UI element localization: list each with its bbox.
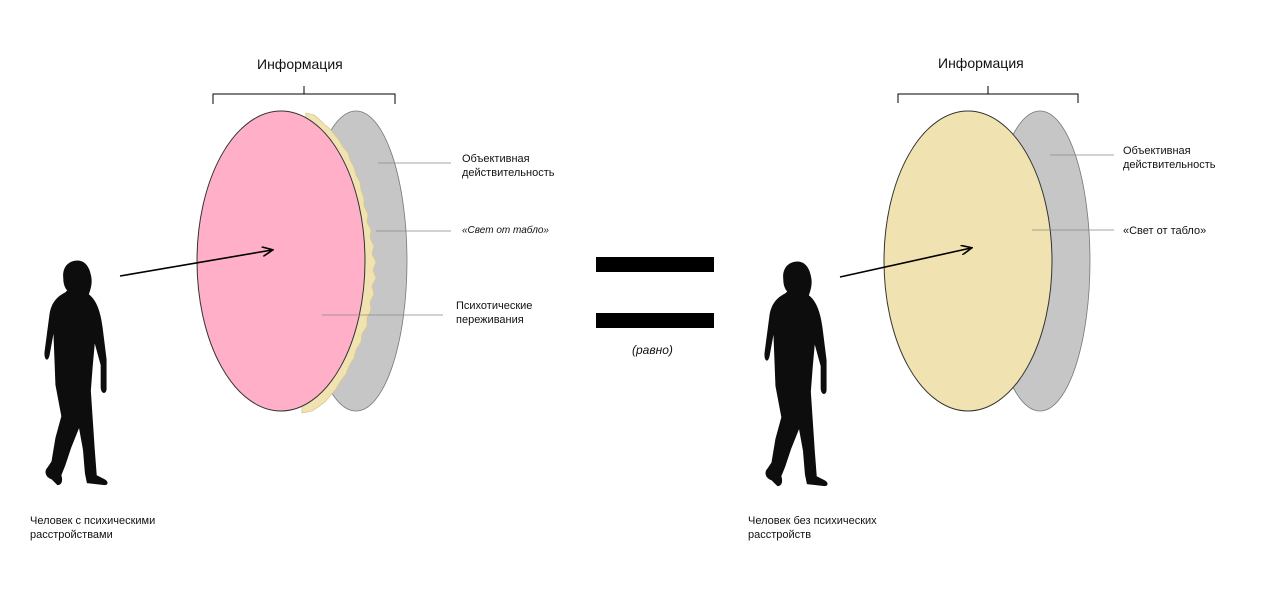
right-label-light: «Свет от табло»	[1123, 225, 1207, 237]
left-front-disc	[196, 110, 366, 412]
right-label-objective: Объективная действительность	[1123, 145, 1216, 171]
person-right-silhouette	[764, 261, 828, 487]
person-left-silhouette	[44, 260, 108, 486]
left-info-bracket	[212, 86, 396, 104]
right-person-caption: Человек без психических расстройств	[748, 515, 877, 541]
right-info-title: Информация	[938, 55, 1024, 71]
left-label-light: «Свет от табло»	[462, 225, 549, 236]
left-label-psychotic: Психотичеcкие переживания	[456, 300, 533, 326]
left-label-objective: Объективная действительность	[462, 153, 555, 179]
equals-sign	[596, 257, 714, 328]
equals-bar-bottom	[596, 313, 714, 328]
gaze-arrow-left	[119, 250, 272, 277]
right-front-disc	[883, 110, 1053, 412]
left-panel	[44, 86, 451, 486]
left-info-title: Информация	[257, 56, 343, 72]
gaze-arrow-right	[839, 248, 971, 278]
right-panel	[764, 86, 1114, 487]
right-info-bracket	[897, 86, 1079, 103]
equals-bar-top	[596, 257, 714, 272]
equals-caption: (равно)	[632, 343, 673, 357]
left-person-caption: Человек с психическими расстройствами	[30, 515, 156, 541]
